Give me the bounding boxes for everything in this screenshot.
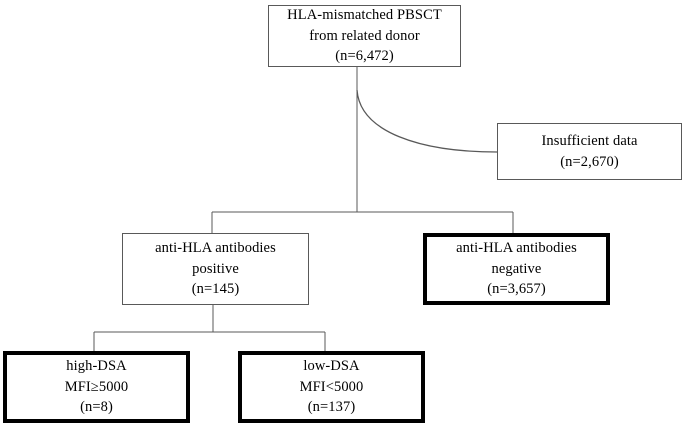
- node-cohort-line-1: HLA-mismatched PBSCT: [287, 7, 442, 24]
- node-cohort-count: (n=6,472): [335, 48, 394, 65]
- node-antibody-positive: anti-HLA antibodies positive (n=145): [122, 233, 309, 305]
- node-high-dsa-count: (n=8): [80, 399, 113, 416]
- node-excluded: Insufficient data (n=2,670): [497, 123, 682, 180]
- node-low-dsa-line-2: MFI<5000: [299, 378, 364, 395]
- node-low-dsa: low-DSA MFI<5000 (n=137): [238, 351, 425, 423]
- node-antibody-negative: anti-HLA antibodies negative (n=3,657): [423, 233, 610, 305]
- node-high-dsa: high-DSA MFI≥5000 (n=8): [3, 351, 190, 423]
- node-antibody-negative-count: (n=3,657): [487, 281, 546, 298]
- node-high-dsa-line-2: MFI≥5000: [64, 378, 129, 395]
- node-high-dsa-line-1: high-DSA: [66, 358, 127, 375]
- node-low-dsa-line-1: low-DSA: [303, 358, 360, 375]
- node-cohort: HLA-mismatched PBSCT from related donor …: [268, 5, 461, 67]
- node-antibody-positive-line-2: positive: [192, 260, 239, 277]
- node-antibody-positive-line-1: anti-HLA antibodies: [155, 240, 276, 257]
- node-excluded-count: (n=2,670): [560, 153, 619, 170]
- node-antibody-negative-line-1: anti-HLA antibodies: [456, 240, 577, 257]
- edge-cohort-to-excluded-curve: [356, 89, 498, 153]
- node-antibody-negative-line-2: negative: [491, 260, 542, 277]
- node-cohort-line-2: from related donor: [309, 27, 420, 44]
- node-low-dsa-count: (n=137): [307, 399, 356, 416]
- node-antibody-positive-count: (n=145): [191, 281, 240, 298]
- node-excluded-line-1: Insufficient data: [541, 132, 638, 149]
